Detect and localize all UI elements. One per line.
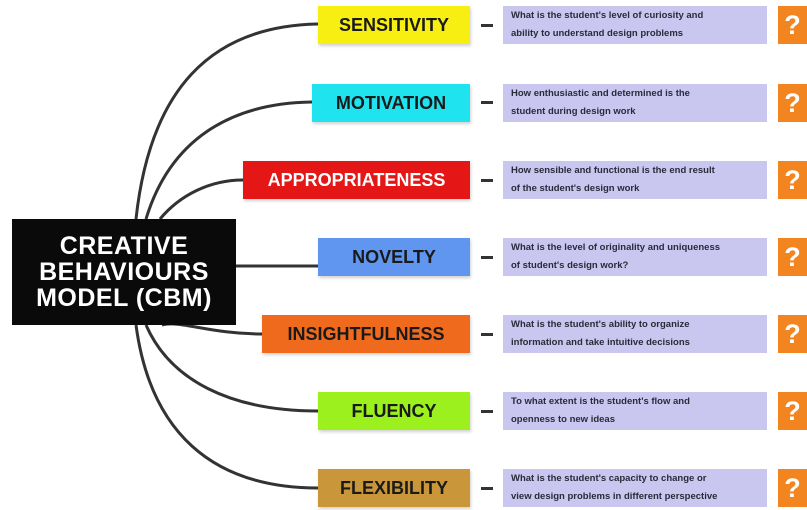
description-line-2: ability to understand design problems bbox=[511, 28, 684, 39]
description-novelty: What is the level of originality and uni… bbox=[503, 238, 767, 276]
description-line-1: What is the student's level of curiosity… bbox=[511, 10, 704, 21]
pill-fluency: FLUENCY bbox=[318, 392, 470, 430]
pill-motivation: MOTIVATION bbox=[312, 84, 470, 122]
question-mark-box: ? bbox=[778, 6, 807, 44]
pill-flexibility: FLEXIBILITY bbox=[318, 469, 470, 507]
center-title-line-2: BEHAVIOURS bbox=[39, 258, 209, 286]
dash bbox=[481, 101, 493, 104]
connector-flexibility bbox=[134, 324, 319, 490]
connector-fluency bbox=[144, 324, 319, 413]
description-fluency: To what extent is the student's flow and… bbox=[503, 392, 767, 430]
connector-insightfulness bbox=[161, 322, 263, 336]
question-mark-box: ? bbox=[778, 161, 807, 199]
connector-appropriateness bbox=[158, 178, 244, 220]
question-mark-icon: ? bbox=[784, 87, 801, 118]
question-mark-box: ? bbox=[778, 469, 807, 507]
dash bbox=[481, 179, 493, 182]
pill-label: FLUENCY bbox=[351, 400, 437, 421]
center-title-line-3: MODEL (CBM) bbox=[36, 284, 212, 312]
question-mark-icon: ? bbox=[784, 9, 801, 40]
pill-label: INSIGHTFULNESS bbox=[287, 323, 445, 344]
pill-novelty: NOVELTY bbox=[318, 238, 470, 276]
question-mark-box: ? bbox=[778, 238, 807, 276]
dash bbox=[481, 487, 493, 490]
connector-motivation bbox=[144, 100, 313, 220]
description-line-2: student during design work bbox=[511, 106, 636, 117]
description-motivation: How enthusiastic and determined is the s… bbox=[503, 84, 767, 122]
pill-label: SENSITIVITY bbox=[338, 14, 450, 35]
question-mark-icon: ? bbox=[784, 395, 801, 426]
dash bbox=[481, 410, 493, 413]
description-line-2: of the student's design work bbox=[511, 183, 640, 194]
question-mark-box: ? bbox=[778, 392, 807, 430]
pill-label: MOTIVATION bbox=[335, 92, 447, 113]
question-mark-box: ? bbox=[778, 315, 807, 353]
dash bbox=[481, 24, 493, 27]
description-sensitivity: What is the student's level of curiosity… bbox=[503, 6, 767, 44]
question-mark-icon: ? bbox=[784, 241, 801, 272]
center-title-line-1: CREATIVE bbox=[59, 232, 189, 260]
pill-insightfulness: INSIGHTFULNESS bbox=[262, 315, 470, 353]
pill-label: FLEXIBILITY bbox=[340, 477, 448, 498]
description-line-2: of student's design work? bbox=[511, 260, 629, 271]
center-title-box: CREATIVE BEHAVIOURS MODEL (CBM) bbox=[12, 219, 236, 325]
description-line-1: To what extent is the student's flow and bbox=[511, 396, 690, 407]
question-mark-icon: ? bbox=[784, 164, 801, 195]
pill-appropriateness: APPROPRIATENESS bbox=[243, 161, 470, 199]
description-line-1: How sensible and functional is the end r… bbox=[511, 165, 715, 176]
dash bbox=[481, 256, 493, 259]
description-line-2: information and take intuitive decisions bbox=[511, 337, 690, 348]
description-line-1: What is the level of originality and uni… bbox=[511, 242, 721, 253]
pill-label: NOVELTY bbox=[352, 246, 436, 267]
description-insightfulness: What is the student's ability to organiz… bbox=[503, 315, 767, 353]
pill-label: APPROPRIATENESS bbox=[267, 169, 446, 190]
connector-sensitivity bbox=[134, 22, 319, 220]
description-flexibility: What is the student's capacity to change… bbox=[503, 469, 767, 507]
pill-sensitivity: SENSITIVITY bbox=[318, 6, 470, 44]
description-appropriateness: How sensible and functional is the end r… bbox=[503, 161, 767, 199]
description-line-2: openness to new ideas bbox=[511, 414, 615, 425]
question-mark-box: ? bbox=[778, 84, 807, 122]
dash bbox=[481, 333, 493, 336]
description-line-2: view design problems in different perspe… bbox=[511, 491, 718, 502]
question-mark-icon: ? bbox=[784, 472, 801, 503]
description-line-1: How enthusiastic and determined is the bbox=[511, 88, 690, 99]
description-line-1: What is the student's ability to organiz… bbox=[511, 319, 690, 330]
question-mark-icon: ? bbox=[784, 318, 801, 349]
description-line-1: What is the student's capacity to change… bbox=[511, 473, 707, 484]
